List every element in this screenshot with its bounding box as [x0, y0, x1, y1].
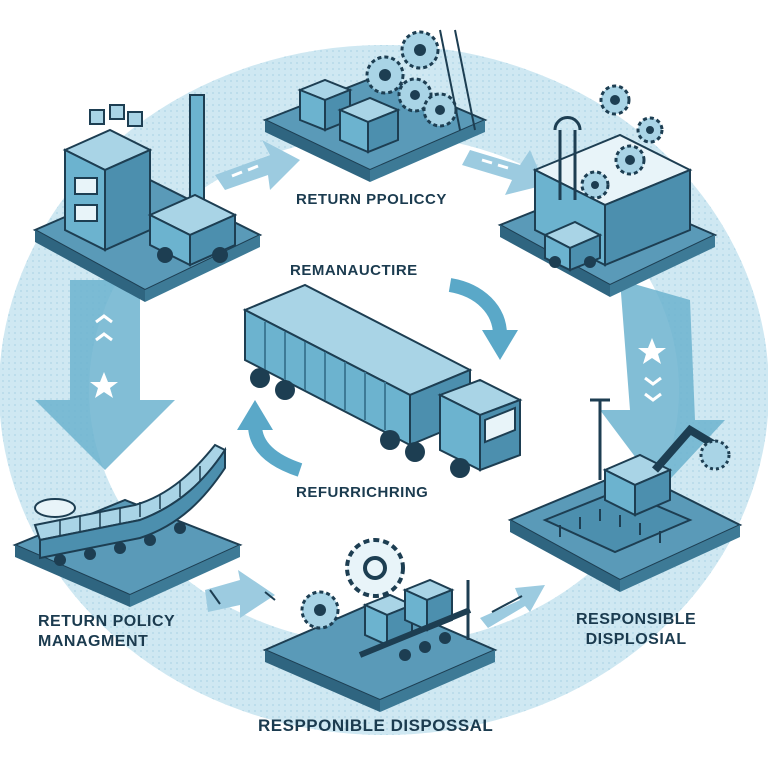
- semi-truck: [242, 283, 523, 478]
- conveyor-belt: [33, 443, 227, 566]
- gear-icon: [580, 170, 610, 200]
- truck-cab: [437, 378, 523, 472]
- label-center-top: REMANAUCTIRE: [290, 262, 418, 279]
- gear-icon: [300, 590, 340, 630]
- conveyor-platform: [12, 443, 243, 607]
- label-bottom: RESPPONIBLE DISPOSSAL: [258, 716, 494, 735]
- gear-icon: [400, 30, 440, 70]
- truck-icon: [542, 220, 603, 272]
- bottom-left-arrow: [205, 570, 276, 618]
- gear-icon: [636, 116, 664, 144]
- left-down-arrow: [35, 280, 175, 470]
- facility-platform: [497, 84, 718, 297]
- factory-building: [62, 104, 153, 252]
- center-arrow-up: [237, 400, 303, 477]
- cardboard-box: [337, 96, 401, 154]
- top-right-arrow: [462, 150, 545, 195]
- truck-icon: [147, 193, 238, 267]
- gear-icon: [422, 92, 458, 128]
- bottom-right-arrow: [480, 585, 545, 628]
- gear-icon: [345, 538, 405, 598]
- gear-icon: [614, 144, 646, 176]
- top-left-arrow: [215, 140, 300, 190]
- label-top: RETURN PPOLICCY: [296, 191, 447, 208]
- gear-icon: [599, 84, 631, 116]
- label-left-line2: MANAGMENT: [38, 633, 149, 650]
- label-center-bottom: REFURRICHRING: [296, 484, 429, 501]
- center-arrow-down: [448, 278, 518, 360]
- right-down-arrow: [600, 280, 725, 490]
- excavator-platform: [507, 398, 743, 592]
- factory-platform: [32, 94, 263, 302]
- label-right-line2: DISPLOSIAL: [585, 631, 687, 648]
- bottom-platform: [262, 538, 498, 712]
- warehouse-platform-top: [262, 29, 488, 182]
- gear-icon: [365, 55, 405, 95]
- excavator: [542, 398, 731, 554]
- label-left-line1: RETURN POLICY: [38, 613, 176, 630]
- label-right-line1: RESPONSIBLE: [576, 611, 697, 628]
- chimney: [189, 94, 205, 206]
- label-left: RETURN POLICY MANAGMENT: [38, 612, 175, 652]
- label-right: RESPONSIBLE DISPLOSIAL: [576, 610, 696, 650]
